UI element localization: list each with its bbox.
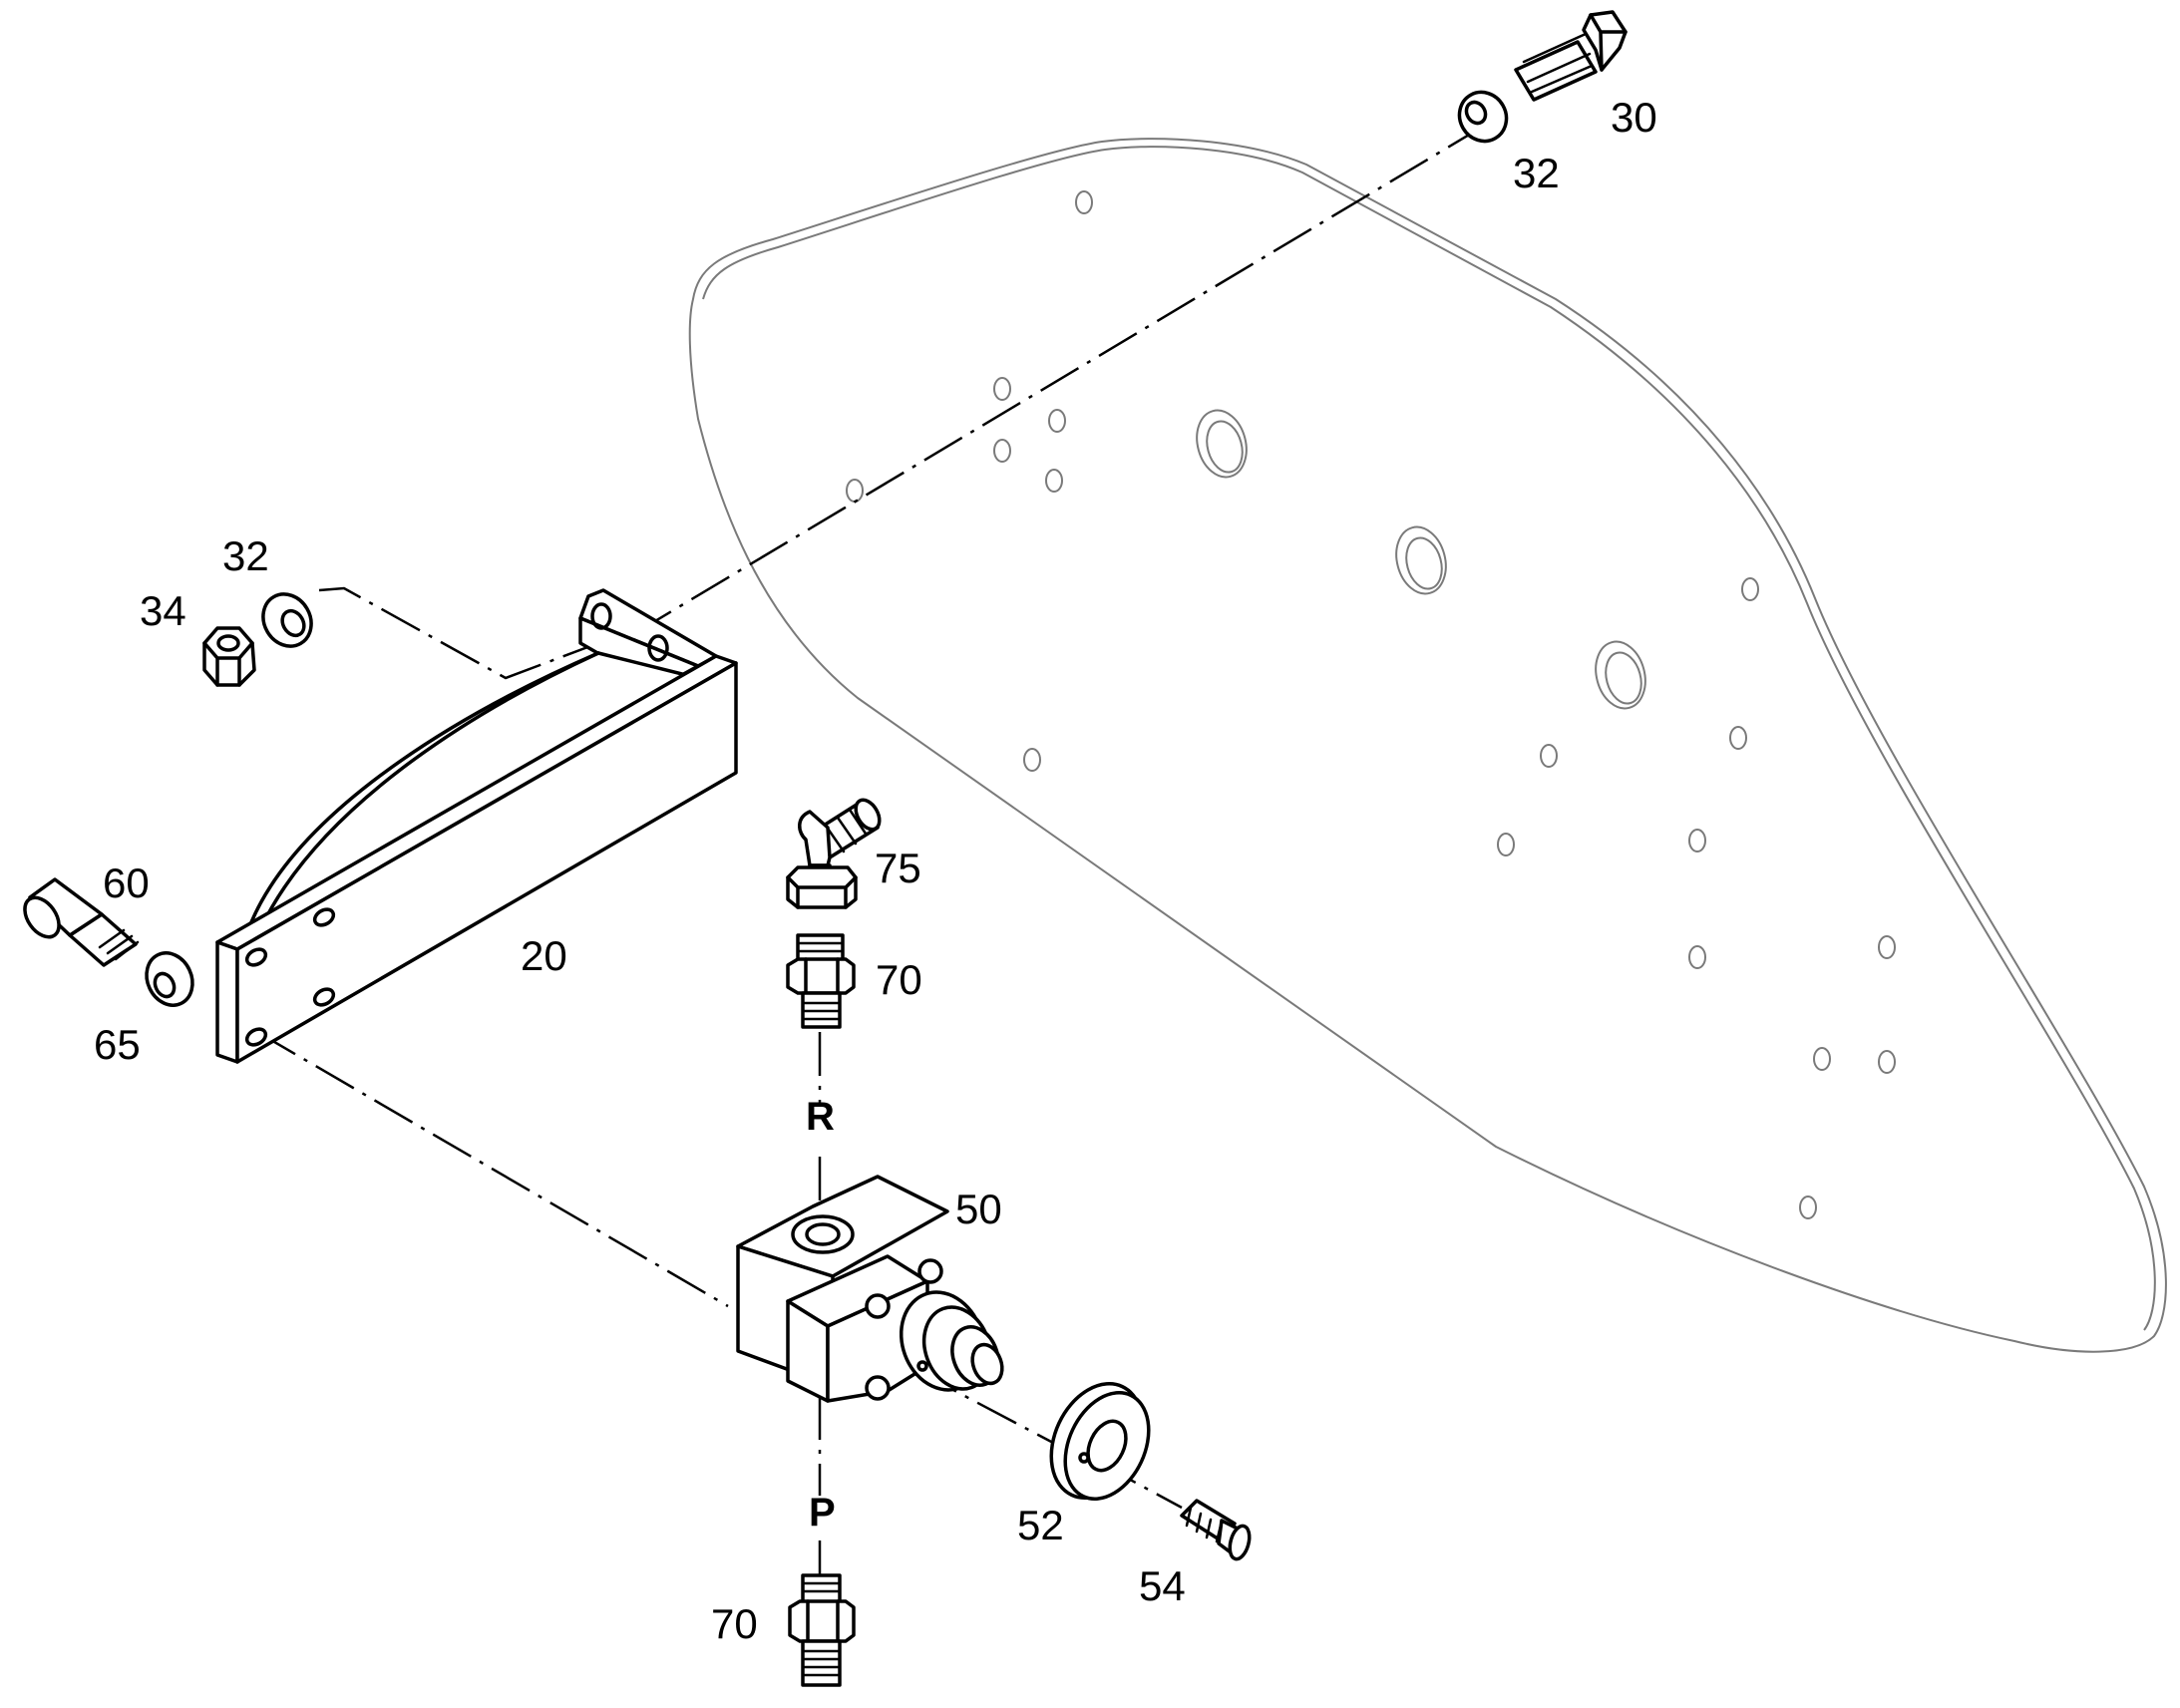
port-label-r: R <box>806 1095 835 1139</box>
nipple-70-top <box>786 933 856 1029</box>
label-70-bottom: 70 <box>711 1600 758 1647</box>
port-label-p: P <box>809 1491 836 1535</box>
label-70-top: 70 <box>876 956 922 1003</box>
port-labels: R P <box>806 1095 836 1535</box>
label-30: 30 <box>1611 94 1657 141</box>
nipple-70-bottom <box>788 1573 856 1687</box>
valve-body-50 <box>736 1175 1004 1403</box>
label-60: 60 <box>103 859 150 906</box>
label-65: 65 <box>94 1021 141 1068</box>
washer-32-left <box>261 592 313 648</box>
label-34: 34 <box>140 587 186 634</box>
label-32-left: 32 <box>222 532 269 579</box>
part-labels: 30 32 32 34 20 60 65 75 70 50 52 54 70 <box>94 94 1657 1647</box>
countersunk-screw-54 <box>1180 1499 1252 1561</box>
label-50: 50 <box>955 1186 1002 1232</box>
hex-nut-34 <box>202 626 256 687</box>
elbow-fitting-75 <box>786 798 882 909</box>
socket-screw-60 <box>23 877 140 967</box>
label-52: 52 <box>1017 1502 1064 1548</box>
washer-65 <box>145 951 194 1007</box>
hex-bolt-30 <box>1514 10 1628 102</box>
label-54: 54 <box>1139 1562 1186 1609</box>
label-75: 75 <box>875 845 921 891</box>
ring-52 <box>1049 1382 1151 1501</box>
label-20: 20 <box>521 932 567 979</box>
bracket-20 <box>215 588 738 1064</box>
washer-32-top <box>1457 90 1509 144</box>
label-32-top: 32 <box>1513 150 1560 196</box>
mounting-plate <box>688 138 2167 1353</box>
